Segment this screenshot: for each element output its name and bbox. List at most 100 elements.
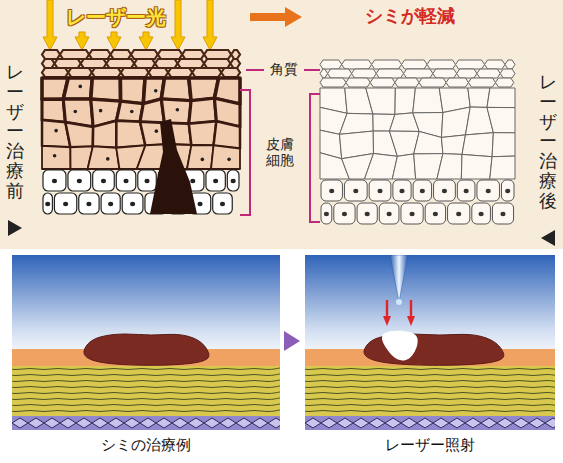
skin-cells-before-part: [155, 129, 159, 133]
skin-cells-after-part: [446, 78, 468, 87]
skin-cells-after-part: [387, 212, 392, 216]
skin-cells-after-part: [320, 69, 328, 78]
spot-panel-part: [76, 418, 92, 428]
skin-cells-after-part: [464, 189, 469, 193]
laser-panel-part: [305, 398, 555, 401]
skin-cells-before-part: [158, 50, 182, 59]
skin-cells-before-part: [42, 59, 55, 68]
skin-cells-before-part: [86, 202, 91, 206]
skin-cells-before-part: [55, 59, 81, 68]
spot-panel-part: [220, 418, 236, 428]
skin-cells-after-part: [346, 78, 370, 87]
skin-cells-before-part: [88, 146, 120, 169]
skin-cells-after-part: [353, 189, 358, 193]
skin-cells-after-part: [334, 203, 355, 224]
skin-cells-before-part: [227, 170, 239, 191]
skin-cells-after-part: [365, 153, 398, 179]
spot-panel-part: [268, 418, 280, 428]
laser-arrow-part: [139, 32, 153, 50]
skin-cells-after-part: [477, 180, 499, 201]
result-label: シミが軽減: [365, 6, 455, 26]
laser-panel-part: [513, 418, 529, 428]
skin-cells-after-part: [500, 212, 505, 216]
spot-panel-part: [12, 374, 280, 376]
laser-panel-part: [305, 380, 555, 383]
side-label: レーザー治療後: [539, 72, 557, 211]
laser-panel-part: [401, 418, 417, 428]
skin-cells-before-part: [108, 202, 113, 206]
spot-panel-part: [172, 418, 188, 428]
top-background: [0, 0, 563, 249]
skin-cells-after-part: [457, 180, 475, 201]
laser-panel-part: [433, 418, 449, 428]
skin-cells-before-part: [155, 59, 177, 68]
skin-cells-after-part: [462, 133, 493, 157]
skin-cells-after-part: [505, 189, 510, 193]
skin-cells-before-part: [101, 193, 120, 214]
skin-cells-after-part: [365, 212, 370, 216]
orange-arrow: [250, 7, 302, 27]
skin-cells-before-part: [60, 50, 89, 59]
skin-cells-before-part: [92, 68, 121, 77]
skin-cells-after-part: [419, 78, 446, 87]
skin-cells-before-part: [65, 122, 93, 147]
skin-cells-after-part: [321, 203, 332, 224]
skin-cells-before-part: [201, 158, 205, 162]
caption-label: シミの治療例: [101, 437, 191, 454]
bracket-part: [304, 69, 320, 71]
skin-cells-before-part: [122, 193, 143, 214]
layer-label: 角質: [270, 62, 298, 77]
skin-cells-after-part: [393, 180, 411, 201]
skin-cells-after-part: [487, 107, 515, 132]
skin-cells-after-part: [461, 154, 492, 179]
skin-cells-before-part: [52, 179, 57, 183]
spot-panel-part: [156, 418, 172, 428]
skin-cells-before-part: [227, 158, 231, 162]
skin-cells-before-part: [81, 59, 107, 68]
skin-cells-before-part: [93, 121, 117, 148]
skin-cells-before-part: [106, 59, 134, 68]
skin-cells-after-part: [395, 88, 415, 114]
skin-cells-after-part: [357, 203, 377, 224]
skin-cells-after-part: [468, 78, 495, 87]
spot-panel-part: [60, 418, 76, 428]
skin-cells-after-part: [366, 88, 396, 114]
skin-cells-before-part: [130, 110, 134, 114]
skin-cells-before-part: [161, 99, 191, 124]
skin-cells-before-part: [121, 68, 149, 77]
skin-cells-before-part: [149, 68, 168, 77]
spot-panel-part: [84, 334, 209, 365]
laser-panel-part: [481, 418, 497, 428]
skin-cells-before-part: [192, 68, 221, 77]
laser-panel-part: [369, 418, 385, 428]
skin-cells-before-part: [178, 59, 204, 68]
spot-panel-part: [28, 418, 44, 428]
skin-cells-after-part: [433, 212, 438, 216]
layer-label: 皮膚細胞: [265, 136, 294, 168]
laser-panel-part: [305, 386, 555, 389]
skin-cells-before-part: [101, 179, 106, 183]
skin-cells-before-part: [42, 68, 68, 77]
skin-cells-before-part: [89, 50, 110, 59]
skin-cells-after-part: [495, 78, 513, 87]
skin-cells-after-part: [448, 203, 470, 224]
skin-cells-after-part: [401, 203, 423, 224]
skin-cells-before-part: [213, 179, 218, 183]
laser-panel-part: [396, 299, 402, 305]
skin-cells-after-part: [413, 88, 443, 113]
spot-panel-part: [12, 255, 280, 430]
skin-cells-after-part: [427, 60, 455, 69]
pointer-triangle: [541, 230, 555, 246]
spot-panel-part: [12, 416, 280, 430]
spot-panel-part: [236, 418, 252, 428]
skin-cells-before-part: [79, 193, 99, 214]
skin-cells-before-part: [73, 110, 77, 114]
laser-panel: [305, 255, 555, 430]
skin-cells-before-part: [154, 89, 158, 93]
skin-cells-before-part: [189, 121, 217, 145]
laser-arrow: [43, 0, 217, 50]
skin-cells-before-part: [43, 170, 66, 191]
skin-cells-after-part: [457, 69, 477, 78]
laser-panel-part: [305, 410, 555, 413]
skin-cells-before-part: [106, 157, 110, 161]
